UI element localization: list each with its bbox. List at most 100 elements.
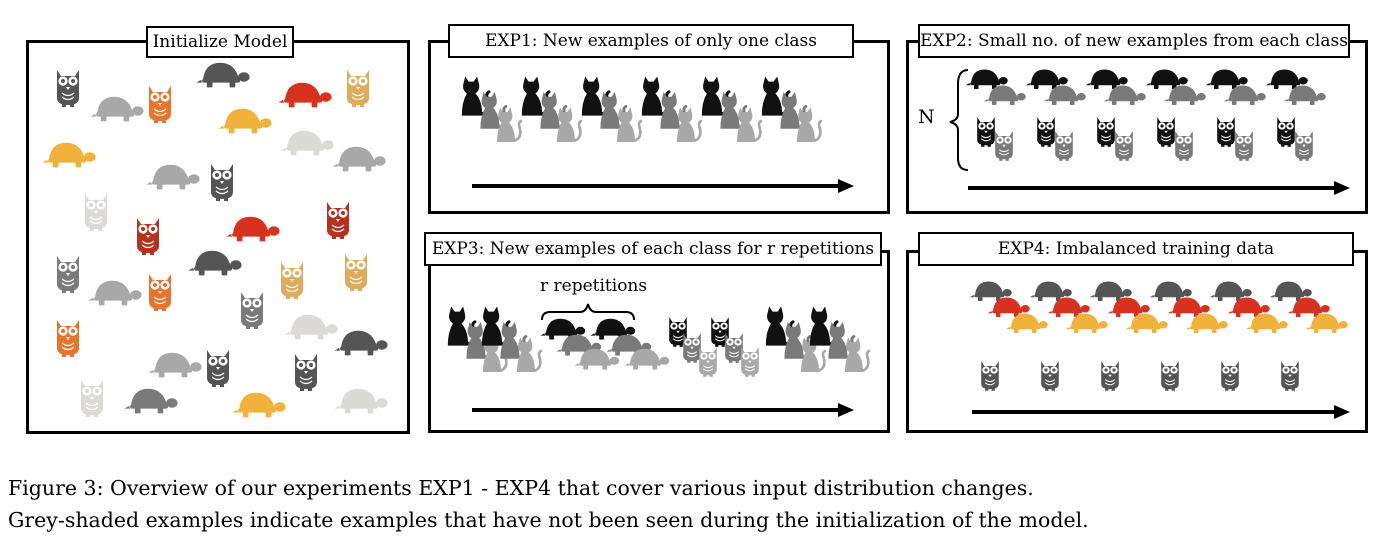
turtle-icon [1283,85,1326,105]
owl-icon [725,333,743,363]
turtle-icon [965,69,1008,89]
exp2-content [949,69,1350,195]
owl-icon [1157,117,1175,147]
panel-title-exp1: EXP1: New examples of only one class [448,24,854,58]
turtle-icon [280,130,334,156]
owl-icon [699,347,717,377]
turtle-icon [983,85,1026,105]
turtle-icon [1245,313,1288,333]
panel-title-exp3: EXP3: New examples of each class for r r… [424,232,882,266]
owl-icon [669,317,687,347]
cat-icon [737,107,763,142]
r-repetitions-label: r repetitions [540,276,648,296]
owl-icon [57,70,79,107]
arrow-icon [472,179,854,193]
turtle-icon [1209,281,1252,301]
cat-icon [801,337,827,372]
cat-icon [517,337,543,372]
owl-icon [1281,361,1299,391]
owl-icon [1115,131,1133,161]
owl-icon [57,320,79,357]
brace-icon [949,69,969,171]
turtle-icon [232,392,286,418]
turtle-icon [1145,69,1188,89]
turtle-icon [1287,297,1330,317]
turtle-icon [1205,69,1248,89]
owl-icon [149,86,171,123]
cat-icon [617,107,643,142]
figure-caption: Figure 3: Overview of our experiments EX… [8,472,1392,536]
turtle-icon [624,348,670,370]
owl-icon [1217,117,1235,147]
owl-icon [281,262,303,299]
turtle-icon [1065,313,1108,333]
turtle-icon [332,146,386,172]
owl-icon [347,70,369,107]
turtle-icon [90,96,144,122]
turtle-icon [606,334,652,356]
owl-icon [241,292,263,329]
owl-icon [1055,131,1073,161]
turtle-icon [1005,313,1048,333]
owl-icon [981,361,999,391]
turtle-icon [146,164,200,190]
turtle-icon [226,216,280,242]
owl-icon [711,317,729,347]
turtle-icon [1043,85,1086,105]
owl-icon [1221,361,1239,391]
cat-icon [677,107,703,142]
turtle-icon [1149,281,1192,301]
panel-title-exp4: EXP4: Imbalanced training data [918,232,1354,266]
turtle-icon [284,314,338,340]
cat-icon [497,107,523,142]
owl-icon [1037,117,1055,147]
owl-icon [345,254,367,291]
arrow-icon [972,405,1350,419]
exp3-content [447,303,871,417]
turtle-icon [987,297,1030,317]
owl-icon [211,164,233,201]
turtle-icon [1047,297,1090,317]
panel-title-exp2: EXP2: Small no. of new examples from eac… [918,24,1350,58]
owl-icon [1175,131,1193,161]
caption-line-2: Grey-shaded examples indicate examples t… [8,508,1089,532]
turtle-icon [1029,281,1072,301]
turtle-icon [196,62,250,88]
initialize-animals [42,62,388,418]
turtle-icon [124,388,178,414]
owl-icon [149,274,171,311]
turtle-icon [334,330,388,356]
owl-icon [327,202,349,239]
owl-icon [207,350,229,387]
owl-icon [85,194,107,231]
turtle-icon [1107,297,1150,317]
turtle-icon [148,352,202,378]
turtle-icon [1185,313,1228,333]
turtle-icon [1223,85,1266,105]
turtle-icon [1103,85,1146,105]
turtle-icon [590,318,636,340]
owl-icon [1161,361,1179,391]
cat-icon [845,337,871,372]
arrow-icon [472,403,854,417]
owl-icon [1041,361,1059,391]
panel-exp4 [906,250,1368,433]
turtle-icon [574,348,620,370]
owl-icon [977,117,995,147]
caption-line-1: Figure 3: Overview of our experiments EX… [8,476,1034,500]
owl-icon [741,347,759,377]
turtle-icon [1125,313,1168,333]
owl-icon [57,256,79,293]
turtle-icon [88,280,142,306]
turtle-icon [334,388,388,414]
owl-icon [137,218,159,255]
turtle-icon [540,318,586,340]
owl-icon [1235,131,1253,161]
turtle-icon [278,82,332,108]
panel-title-initialize: Initialize Model [146,26,294,58]
turtle-icon [1167,297,1210,317]
brace-icon [541,303,635,321]
cat-icon [557,107,583,142]
turtle-icon [1163,85,1206,105]
owl-icon [81,380,103,417]
